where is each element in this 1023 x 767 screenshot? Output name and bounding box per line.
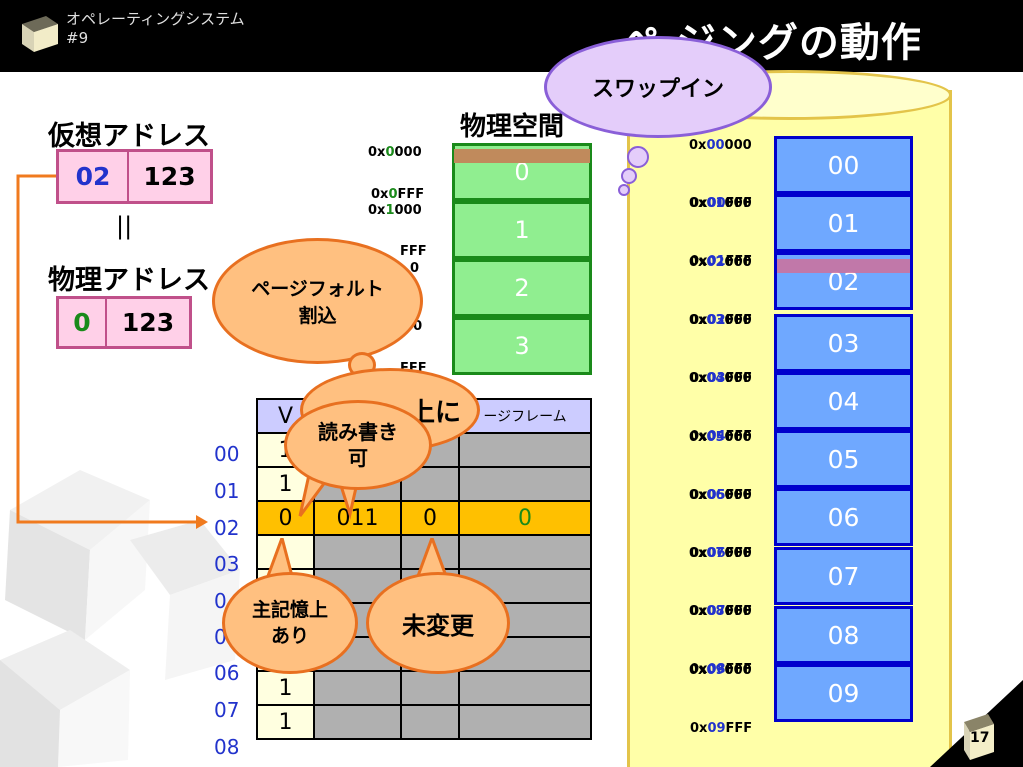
table-row	[256, 534, 592, 570]
pt-cell-frame	[458, 466, 592, 502]
virtual-address-box: 02 123	[56, 149, 213, 204]
slide-corner-icon	[930, 680, 1023, 767]
swap-address-start: 0x00000	[689, 138, 752, 153]
phys-addr-1: 0x0FFF	[371, 187, 425, 202]
pt-row-label-02: 02	[214, 516, 240, 540]
cube-logo-icon	[22, 16, 58, 52]
page-fault-line1: ページフォルト	[251, 278, 384, 300]
pt-cell-rw	[313, 534, 402, 570]
swap-block-04: 04	[774, 372, 913, 430]
physical-frame-2: 2	[452, 259, 592, 317]
slide-number: 17	[970, 730, 990, 746]
table-row: 1	[256, 704, 592, 740]
mem-line2: あり	[270, 625, 309, 647]
physical-address-box: 0 123	[56, 296, 192, 349]
physical-offset: 123	[121, 308, 175, 337]
pt-row-label-04: 0	[214, 589, 227, 613]
swap-address-end: 0x09FFF	[690, 720, 753, 736]
bubble-dot	[621, 168, 637, 184]
pt-row-label-08: 08	[214, 735, 240, 759]
swap-address-end: 0x03FFF	[690, 370, 753, 386]
pt-row-label-01: 01	[214, 479, 240, 503]
table-row: 1	[256, 670, 592, 706]
table-row-highlighted: 0 011 0 0	[256, 500, 592, 536]
pt-cell-d	[400, 704, 460, 740]
header-course: オペレーティングシステム #9	[66, 10, 245, 48]
in-memory-callout: 主記憶上 あり	[222, 572, 358, 674]
pt-row-label-03: 03	[214, 552, 240, 576]
virtual-page-number: 02	[59, 152, 129, 201]
swap-block-06: 06	[774, 488, 913, 546]
bubble-dot	[618, 184, 630, 196]
mem-line1: 主記憶上	[251, 599, 328, 621]
swap-address-start: 0x04000	[689, 371, 752, 387]
swap-block-00: 00	[774, 136, 913, 194]
phys-addr-3: FFF	[400, 244, 427, 259]
swap-address-end: 0x05FFF	[690, 487, 753, 503]
swap-address-start: 0x01000	[689, 196, 752, 212]
physical-frame-number: 0	[59, 299, 107, 346]
pt-cell-v: 1	[256, 704, 315, 740]
phys-addr-0: 0x0000	[368, 145, 422, 160]
swap-address-start: 0x07000	[689, 546, 752, 562]
pt-cell-d: 0	[400, 500, 460, 536]
pt-cell-rw	[313, 670, 402, 706]
swap-address-start: 0x03000	[689, 312, 752, 328]
swap-block-05: 05	[774, 430, 913, 488]
phys-addr-2: 0x1000	[368, 203, 422, 218]
page-fault-cloud: ページフォルト 割込	[212, 238, 423, 364]
swap-block-07: 07	[774, 547, 913, 605]
physical-address-label: 物理アドレス	[48, 265, 210, 296]
pt-cell-v: 1	[256, 670, 315, 706]
course-name: オペレーティングシステム	[66, 10, 245, 28]
swap-block-08: 08	[774, 606, 913, 664]
swap-block-03: 03	[774, 314, 913, 372]
bubble-dot	[627, 146, 649, 168]
swap-address-end: 0x02FFF	[690, 312, 753, 328]
swap-address-start: 0x08000	[689, 604, 752, 620]
swap-block-09: 09	[774, 664, 913, 722]
pt-row-label-06: 06	[214, 661, 240, 685]
pt-cell-frame	[458, 704, 592, 740]
pt-cell-d	[400, 670, 460, 706]
swap-address-end: 0x08FFF	[690, 662, 753, 678]
lecture-number: #9	[66, 29, 89, 47]
swap-address-end: 0x01FFF	[690, 254, 753, 270]
rw-line1: 読み書き	[318, 420, 398, 444]
pt-cell-frame	[458, 670, 592, 706]
read-write-callout: 読み書き 可	[284, 400, 432, 490]
physical-frame-3: 3	[452, 317, 592, 375]
page-fault-line2: 割込	[298, 305, 337, 327]
swap-block-01: 01	[774, 194, 913, 252]
virtual-address-label: 仮想アドレス	[48, 121, 210, 152]
pt-row-label-00: 00	[214, 442, 240, 466]
pt-cell-rw	[313, 704, 402, 740]
rw-line2: 可	[348, 446, 368, 470]
swap-address-end: 0x06FFF	[690, 545, 753, 561]
swap-address-start: 0x05000	[689, 429, 752, 445]
virtual-offset: 123	[143, 162, 196, 191]
swap-address-start: 0x02000	[689, 254, 752, 270]
physical-frame-1: 1	[452, 201, 592, 259]
pt-row-label-07: 07	[214, 698, 240, 722]
pt-cell-frame: 0	[458, 500, 592, 536]
phys-addr-4: 0	[410, 261, 420, 276]
unmodified-callout: 未変更	[366, 572, 510, 674]
pt-cell-rw: 011	[313, 500, 402, 536]
physical-space-label: 物理空間	[460, 112, 565, 142]
pt-cell-frame	[458, 534, 592, 570]
physical-frame-marker	[454, 149, 590, 163]
swap-block-marker	[777, 259, 910, 273]
swap-address-end: 0x07FFF	[690, 604, 753, 620]
swap-address-end: 0x00FFF	[690, 196, 753, 211]
swap-address-end: 0x04FFF	[690, 429, 753, 445]
equality-sign: ||	[116, 212, 133, 240]
pt-cell-frame	[458, 432, 592, 468]
swap-in-bubble: スワップイン	[544, 36, 772, 138]
swap-address-start: 0x09000	[689, 662, 752, 678]
swap-address-start: 0x06000	[689, 487, 752, 503]
header-bar	[0, 0, 1023, 72]
